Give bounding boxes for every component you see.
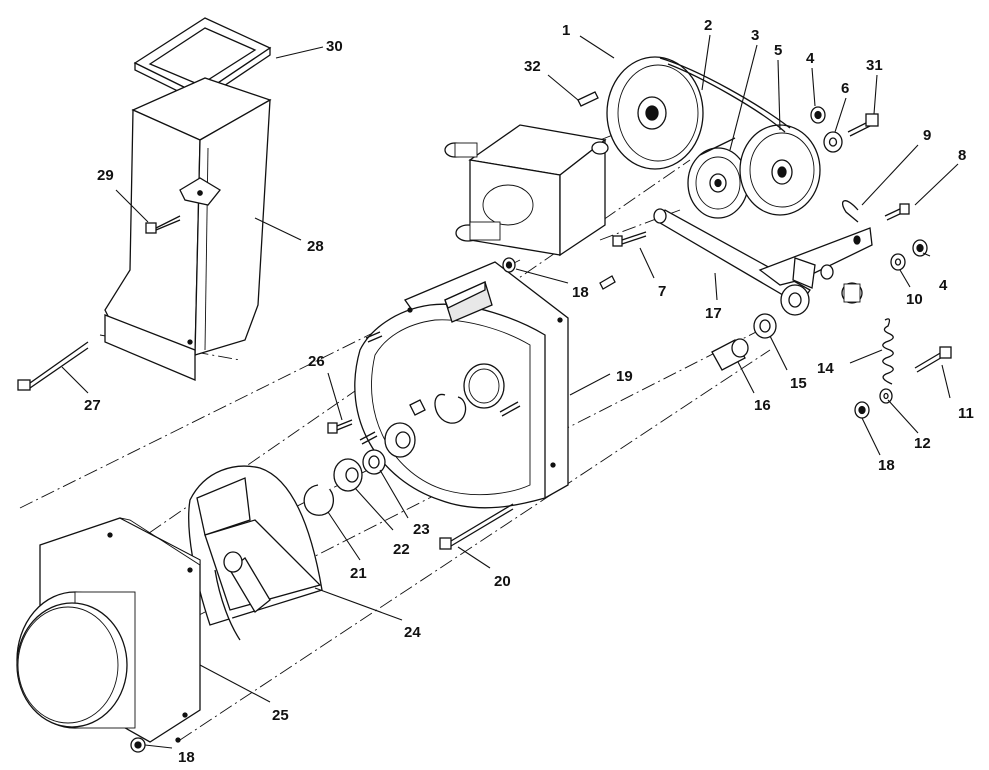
callout-14: 14 [817, 360, 834, 377]
v-belt [659, 57, 791, 156]
callout-20: 20 [494, 573, 511, 590]
callout-12: 12 [914, 435, 931, 452]
long-carriage-bolt [17, 341, 89, 391]
spacer-tube [711, 338, 749, 371]
callout-30: 30 [326, 38, 343, 55]
callout-19: 19 [616, 368, 633, 385]
pulley-bolt [847, 113, 879, 137]
housing-nut-top [502, 257, 516, 273]
fan-impeller [188, 465, 323, 641]
hairpin-cotter [842, 200, 859, 223]
callout-2: 2 [704, 17, 712, 34]
arm-bolt [612, 231, 647, 247]
small-pulley [687, 147, 749, 219]
housing-retaining-ring [434, 393, 467, 424]
fan-housing [354, 261, 569, 509]
callout-26: 26 [308, 353, 325, 370]
pivot-bolt [884, 203, 910, 221]
callout-16: 16 [754, 397, 771, 414]
callout-31: 31 [866, 57, 883, 74]
tension-spring [882, 318, 894, 385]
callout-4b: 4 [939, 277, 948, 294]
callout-27: 27 [84, 397, 101, 414]
callout-15: 15 [790, 375, 807, 392]
washer-ten [890, 253, 906, 271]
callout-9: 9 [923, 127, 931, 144]
callout-10: 10 [906, 291, 923, 308]
callout-3: 3 [751, 27, 759, 44]
callout-7: 7 [658, 283, 666, 300]
idler-pulley [739, 124, 821, 216]
callout-8: 8 [958, 147, 966, 164]
callout-17: 17 [705, 305, 722, 322]
spring-bolt [914, 346, 952, 373]
callout-29: 29 [97, 167, 114, 184]
tension-bracket [758, 227, 873, 289]
leader-lines [61, 34, 959, 749]
callout-25: 25 [272, 707, 289, 724]
base-nut [130, 737, 146, 753]
housing-stud-lower [359, 431, 378, 445]
large-gearbox-pulley [606, 56, 704, 170]
housing-long-bolt [439, 503, 514, 550]
callout-6: 6 [841, 80, 849, 97]
callout-18c: 18 [178, 749, 195, 766]
callout-22: 22 [393, 541, 410, 558]
fan-bearing [333, 458, 363, 492]
callout-23: 23 [413, 521, 430, 538]
callout-11: 11 [958, 405, 974, 422]
shaft-washer [362, 449, 386, 475]
pivot-bushing [841, 282, 863, 304]
callout-21: 21 [350, 565, 367, 582]
callout-24: 24 [404, 624, 421, 641]
lower-right-nut [912, 239, 928, 257]
spring-nut [854, 401, 870, 419]
callouts: 1 2 3 4 4 5 6 7 8 9 10 11 12 14 15 16 17… [84, 17, 974, 766]
spring-washer [879, 388, 893, 404]
shaft-key [577, 91, 599, 107]
chute-bolt [145, 215, 181, 234]
arm-bushing [753, 313, 777, 339]
callout-18a: 18 [572, 284, 589, 301]
housing-stud [499, 401, 521, 417]
callout-32: 32 [524, 58, 541, 75]
callout-4a: 4 [806, 50, 815, 67]
discharge-chute [104, 77, 272, 381]
snap-ring [303, 484, 335, 516]
upper-nut [810, 106, 826, 124]
flat-washer [823, 131, 843, 153]
callout-18b: 18 [878, 457, 895, 474]
housing-bearing [384, 422, 416, 458]
housing-stud-top [365, 331, 383, 343]
gearbox [444, 124, 609, 257]
housing-bolt [327, 419, 353, 434]
idler-arm [653, 208, 811, 316]
callout-28: 28 [307, 238, 324, 255]
callout-1: 1 [562, 22, 570, 39]
small-key [599, 275, 616, 290]
housing-base [16, 517, 201, 743]
callout-5: 5 [774, 42, 782, 59]
